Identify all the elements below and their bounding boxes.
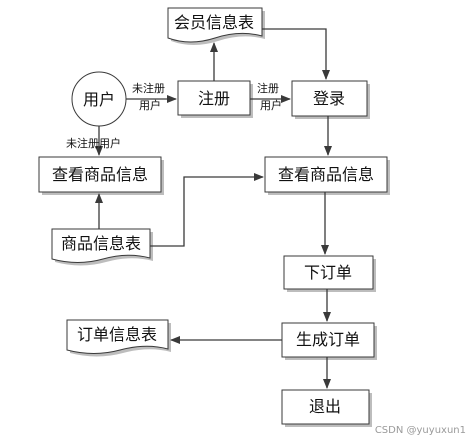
view-goods-left-node: 查看商品信息 [38,156,164,195]
generate-order-label: 生成订单 [296,330,360,349]
logout-node: 退出 [281,389,372,427]
generate-order-node: 生成订单 [281,322,377,360]
user-label: 用户 [83,90,115,109]
edge-member-table-to-login [262,28,330,80]
view-goods-left-label: 查看商品信息 [52,165,148,184]
edge-label-user-2: 用户 [260,98,282,112]
login-node: 登录 [291,80,370,119]
place-order-label: 下订单 [304,263,352,282]
user-node: 用户 [71,71,127,127]
goods-info-table-label: 商品信息表 [61,234,141,253]
place-order-node: 下订单 [283,255,376,292]
edge-label-user-1: 用户 [139,98,161,112]
register-node: 注册 [177,80,253,118]
csdn-watermark: CSDN @yuyuxun1 [375,425,466,436]
goods-info-table-node: 商品信息表 [51,228,153,266]
login-label: 登录 [313,89,345,108]
view-goods-right-node: 查看商品信息 [264,156,390,195]
logout-label: 退出 [309,397,341,416]
edge-goods-table-to-view-goods-right [150,173,264,247]
edge-label-unregistered-user: 未注册用户 [66,136,121,150]
order-info-table-label: 订单信息表 [77,325,157,344]
edge-label-unregistered: 未注册 [132,81,165,95]
view-goods-right-label: 查看商品信息 [278,165,374,184]
member-info-table-node: 会员信息表 [167,7,265,45]
order-info-table-node: 订单信息表 [66,319,171,357]
edge-label-registered: 注册 [257,81,279,95]
member-info-table-label: 会员信息表 [174,13,254,32]
register-label: 注册 [198,89,230,108]
